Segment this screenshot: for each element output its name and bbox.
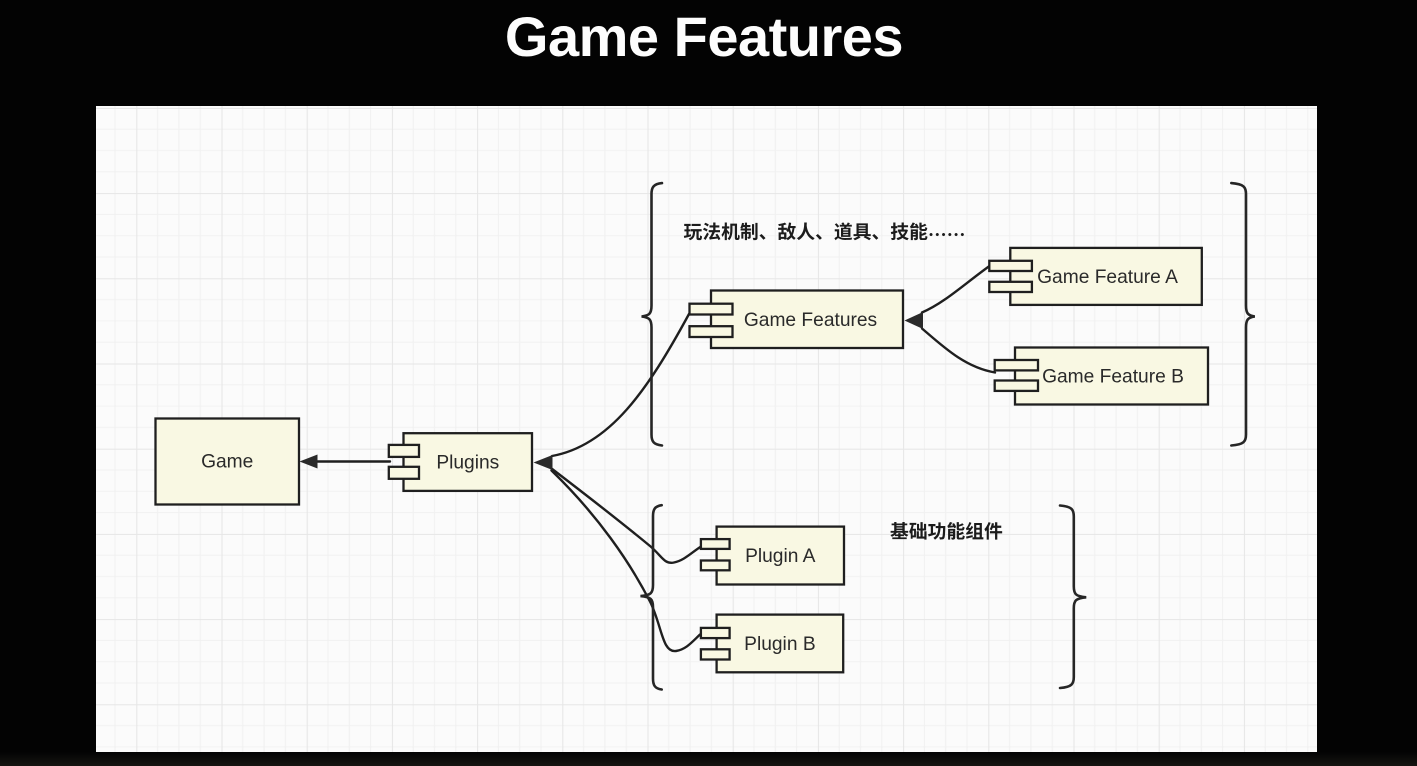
svg-text:Game Feature B: Game Feature B (1042, 366, 1184, 387)
svg-text:Plugins: Plugins (436, 452, 499, 473)
svg-text:Game Feature A: Game Feature A (1037, 267, 1178, 288)
svg-text:Game: Game (201, 451, 253, 472)
svg-text:Plugin A: Plugin A (745, 546, 816, 567)
svg-text:Plugin B: Plugin B (744, 634, 815, 655)
svg-text:Game Features: Game Features (744, 309, 877, 330)
